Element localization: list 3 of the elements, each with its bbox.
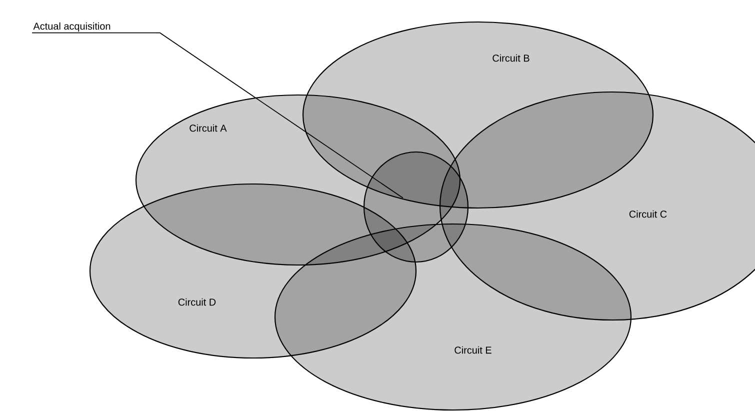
label-text: Actual acquisition: [33, 22, 110, 32]
leader-line: [32, 32, 404, 198]
circle: [363, 151, 469, 263]
